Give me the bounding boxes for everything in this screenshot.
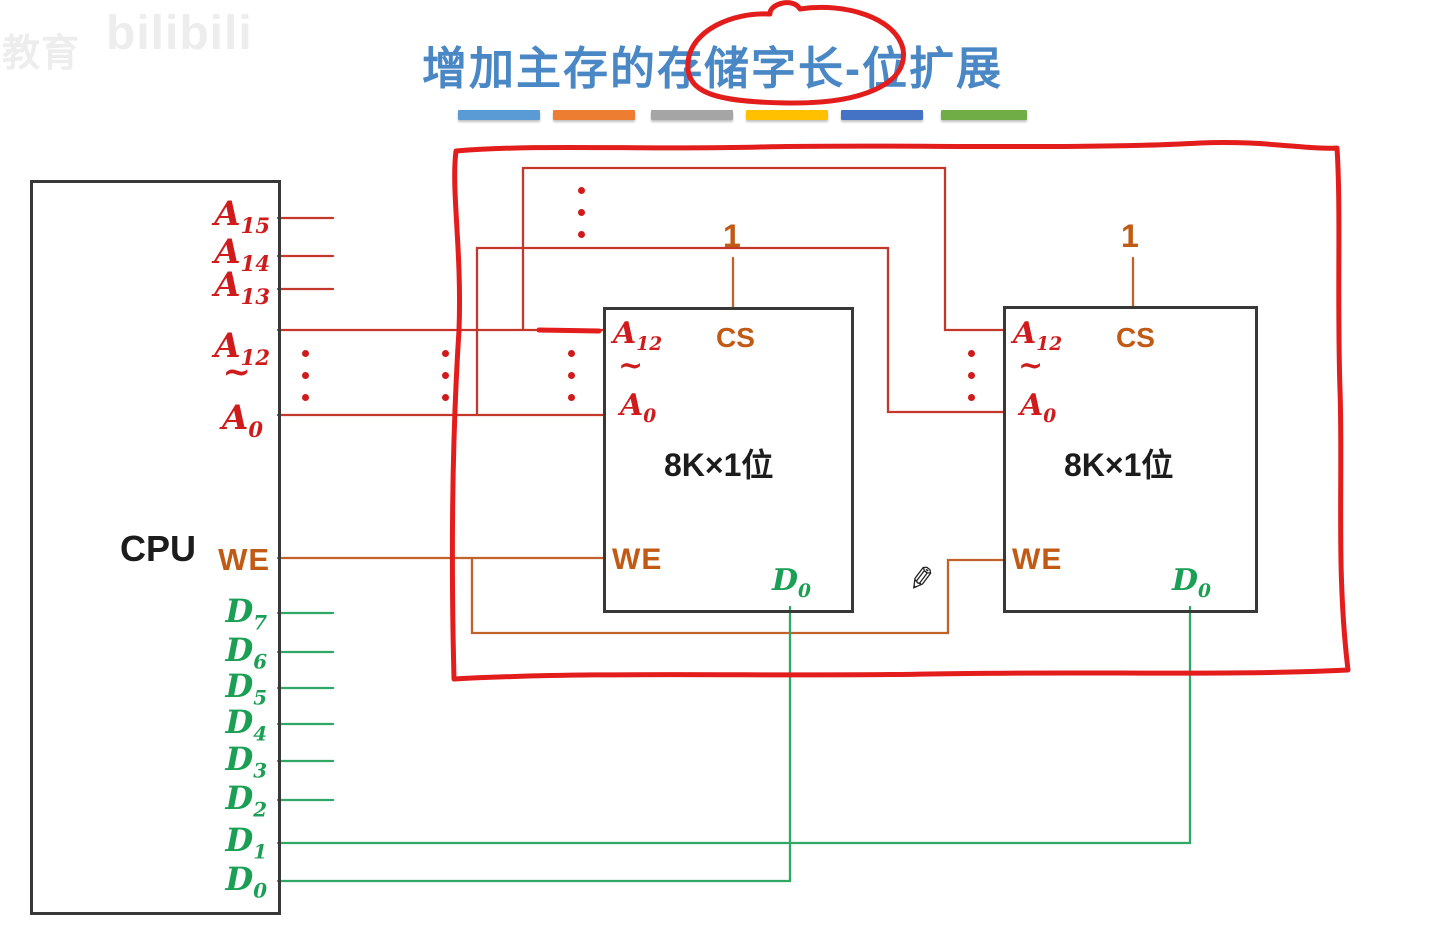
decoration-bar xyxy=(553,110,635,120)
chip2-pin-we: WE xyxy=(1012,543,1063,576)
decoration-bar xyxy=(651,110,733,120)
chip1-capacity: 8K×1位 xyxy=(664,447,774,483)
cpu-pin-range-tilde: ~ xyxy=(222,352,252,392)
watermark-prefix: 教育 xyxy=(2,33,81,75)
chip1-pin-a0: A0 xyxy=(620,388,657,427)
chip1-range-tilde: ~ xyxy=(618,348,644,383)
d0-wire-to-chip1 xyxy=(276,605,792,883)
cpu-pin-d4: D4 xyxy=(225,703,267,746)
chip2-cs-value: 1 xyxy=(1121,218,1139,254)
cpu-pin-a12: A12 xyxy=(214,326,270,370)
decoration-bar xyxy=(941,110,1027,120)
pencil-icon: ✎ xyxy=(905,559,938,599)
chip1-cs-value: 1 xyxy=(723,218,741,254)
handdrawn-dash-on-a12-wire xyxy=(536,327,602,334)
cpu-pin-a13: A13 xyxy=(214,265,270,309)
chip2-pin-a12: A12 xyxy=(1013,316,1063,355)
decoration-bar xyxy=(841,110,923,120)
cpu-pin-d2: D2 xyxy=(225,779,267,822)
cpu-pin-we: WE xyxy=(218,542,270,577)
cpu-pin-a14: A14 xyxy=(214,232,270,276)
memory-chip-1 xyxy=(603,307,854,613)
chip1-pin-cs: CS xyxy=(716,322,755,353)
bilibili-logo: bilibili xyxy=(106,7,253,60)
cpu-box xyxy=(30,180,281,915)
cpu-pin-d5: D5 xyxy=(225,667,267,710)
decoration-bar xyxy=(746,110,828,120)
decoration-bar xyxy=(458,110,540,120)
cpu-pin-d3: D3 xyxy=(225,740,267,783)
cpu-pin-d7: D7 xyxy=(225,592,267,635)
a0-branch-to-chip2 xyxy=(475,246,1005,417)
memory-chip-2 xyxy=(1003,306,1258,613)
vertical-ellipsis xyxy=(302,350,309,401)
chip2-pin-cs: CS xyxy=(1116,322,1155,353)
d1-wire-to-chip2 xyxy=(276,605,1192,845)
chip1-pin-d0: D0 xyxy=(772,563,811,602)
vertical-ellipsis xyxy=(968,350,975,401)
chip1-pin-a12: A12 xyxy=(613,316,663,355)
a12-branch-to-chip2 xyxy=(521,166,1005,332)
vertical-ellipsis xyxy=(442,350,449,401)
chip2-capacity: 8K×1位 xyxy=(1064,447,1174,483)
cpu-label: CPU xyxy=(120,528,197,569)
cpu-pin-a0: A0 xyxy=(221,398,263,442)
cpu-pin-d1: D1 xyxy=(225,821,267,864)
handdrawn-rectangle-annotation xyxy=(449,139,1351,682)
chip2-pin-d0: D0 xyxy=(1172,563,1211,602)
cpu-pin-d6: D6 xyxy=(225,631,267,674)
vertical-ellipsis xyxy=(578,187,585,238)
cpu-pin-d0: D0 xyxy=(225,860,267,903)
chip1-pin-we: WE xyxy=(612,543,663,576)
chip2-pin-a0: A0 xyxy=(1020,388,1057,427)
we-branch-to-chip2 xyxy=(470,556,1005,635)
handdrawn-circle-annotation xyxy=(685,0,906,106)
cpu-pin-a15: A15 xyxy=(214,194,270,238)
chip2-range-tilde: ~ xyxy=(1018,348,1044,383)
vertical-ellipsis xyxy=(568,350,575,401)
